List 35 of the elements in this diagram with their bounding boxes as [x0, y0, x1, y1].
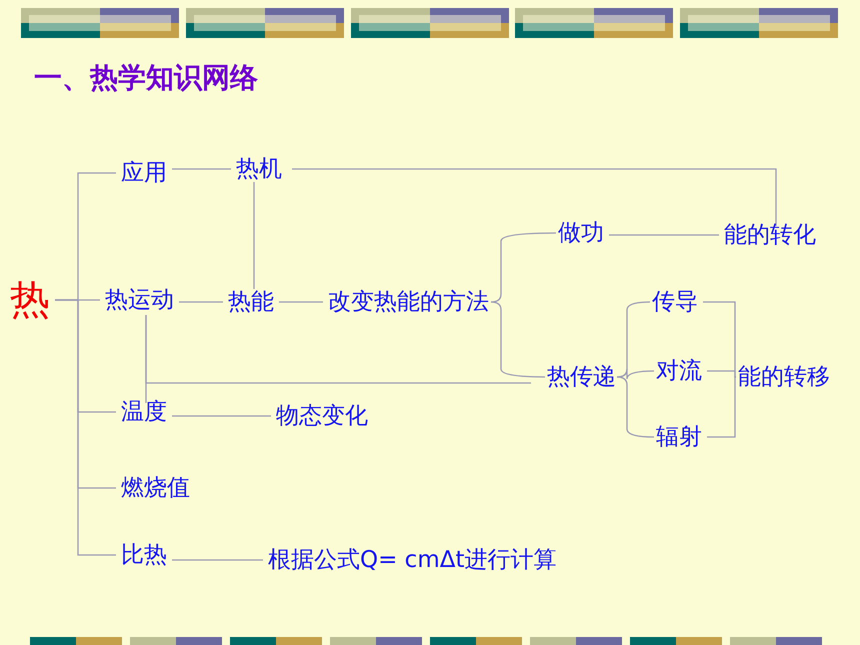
concept-term: 对流	[656, 357, 702, 385]
concept-term: 物态变化	[276, 402, 368, 430]
concept-term: 改变热能的方法	[328, 288, 489, 316]
concept-term: 根据公式Q= cmΔt进行计算	[268, 546, 556, 574]
concept-term: 传导	[652, 288, 698, 316]
connector-line	[707, 370, 736, 378]
connector-line	[145, 315, 531, 384]
connector-line	[609, 234, 719, 236]
root-term: 热	[10, 277, 50, 323]
title: 一、热学知识网络	[34, 60, 258, 96]
concept-term: 温度	[121, 398, 167, 426]
connector-line	[616, 376, 654, 438]
connector-line	[172, 559, 263, 561]
concept-term: 做功	[558, 219, 604, 247]
connector-line	[292, 168, 777, 226]
connector-line	[179, 301, 223, 303]
concept-term: 应用	[121, 159, 167, 187]
connector-line	[490, 301, 545, 378]
connector-line	[707, 376, 736, 438]
concept-term: 热运动	[105, 286, 174, 314]
concept-term: 热传递	[547, 363, 616, 391]
concept-term: 辐射	[656, 423, 702, 451]
connector-line	[253, 182, 255, 289]
connector-line	[279, 301, 323, 303]
connector-line	[172, 415, 271, 417]
connector-line	[55, 299, 116, 556]
concept-term: 燃烧值	[121, 474, 190, 502]
concept-term: 热能	[228, 288, 274, 316]
concept-term: 热机	[236, 155, 282, 183]
concept-term: 能的转化	[724, 221, 816, 249]
connector-line	[172, 168, 231, 170]
connector-line	[616, 368, 654, 380]
connector-line	[490, 232, 556, 303]
concept-term: 比热	[121, 541, 167, 569]
concept-term: 能的转移	[738, 363, 830, 391]
